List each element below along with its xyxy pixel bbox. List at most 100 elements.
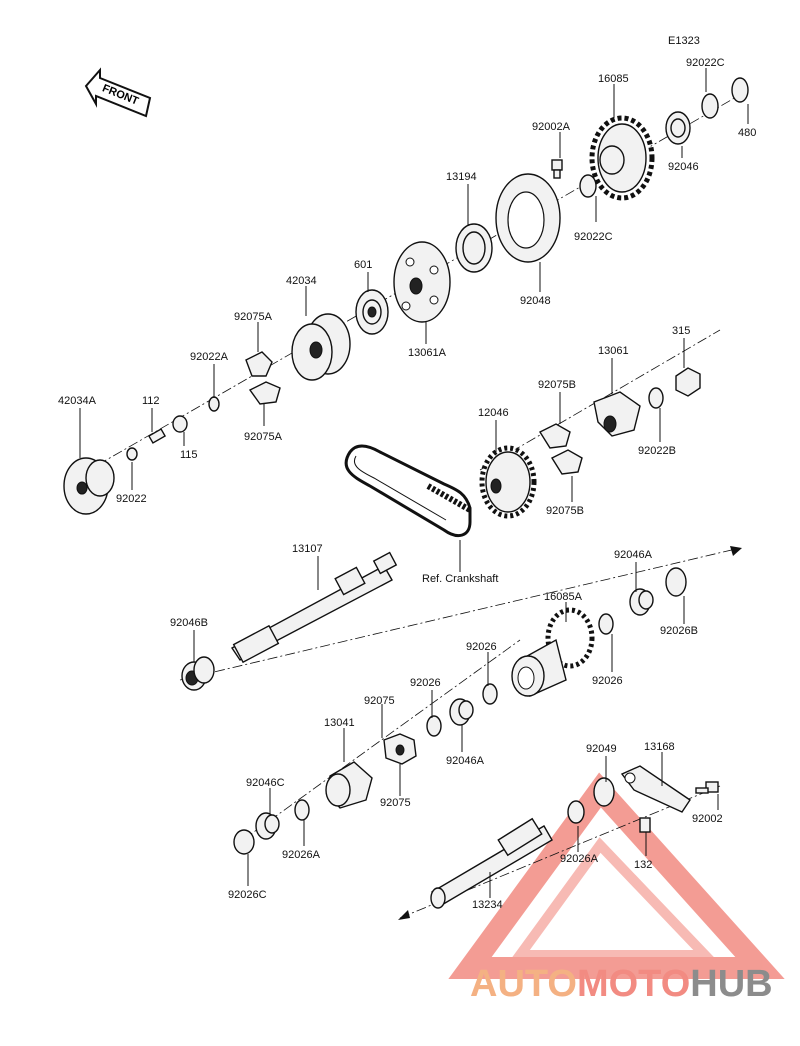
- part-label-92046C: 92046C: [246, 777, 285, 789]
- part-label-92075B: 92075B: [538, 379, 576, 391]
- leader-lines: [79, 68, 749, 898]
- part-92026-c-drawing: [426, 715, 442, 737]
- part-label-92046A-b: 92046A: [446, 755, 485, 767]
- part-16085A-drawing: [511, 607, 595, 697]
- part-label-601: 601: [354, 259, 372, 271]
- part-92075A-drawing: [245, 351, 281, 405]
- part-label-92026A: 92026A: [282, 849, 321, 861]
- watermark-logo: [448, 772, 785, 979]
- part-92022C-drawing: [579, 174, 597, 198]
- part-label-92002A: 92002A: [532, 121, 571, 133]
- part-92046C-drawing: [255, 812, 280, 840]
- part-label-13194: 13194: [446, 171, 477, 183]
- part-92002-drawing: [695, 781, 719, 794]
- diagram-code: E1323: [668, 35, 700, 47]
- part-label-92026-c: 92026: [410, 677, 441, 689]
- part-13194-drawing: [455, 223, 493, 273]
- part-13234-drawing: [430, 817, 553, 909]
- part-label-92022: 92022: [116, 493, 147, 505]
- axis-line-lower: [239, 639, 521, 843]
- part-label-16085A: 16085A: [544, 591, 583, 603]
- part-label-92046B: 92046B: [170, 617, 208, 629]
- part-92049-drawing: [593, 777, 615, 807]
- part-label-13041: 13041: [324, 717, 355, 729]
- chain-drawing: [344, 444, 472, 538]
- part-label-92002: 92002: [692, 813, 723, 825]
- part-132-drawing: [639, 817, 651, 833]
- part-label-92022A: 92022A: [190, 351, 229, 363]
- part-92022B-drawing: [648, 387, 664, 409]
- part-label-92048: 92048: [520, 295, 551, 307]
- part-42034A-drawing: [63, 457, 115, 515]
- part-label-16085: 16085: [598, 73, 629, 85]
- part-label-92022C: 92022C: [686, 57, 725, 69]
- part-115-drawing: [172, 415, 188, 433]
- part-92022-drawing: [126, 447, 138, 461]
- part-92026B-drawing: [665, 567, 687, 597]
- part-16085-drawing: [589, 115, 655, 201]
- part-42034-drawing: [291, 313, 351, 381]
- part-label-12046: 12046: [478, 407, 509, 419]
- part-label-92026-b: 92026: [592, 675, 623, 687]
- part-label-92026C: 92026C: [228, 889, 267, 901]
- part-label-92075: 92075: [364, 695, 395, 707]
- part-label-92022C-b: 92022C: [574, 231, 613, 243]
- part-13168-drawing: [620, 765, 691, 813]
- part-label-92022B: 92022B: [638, 445, 676, 457]
- part-92075B-drawing: [538, 423, 583, 475]
- part-label-13061: 13061: [598, 345, 629, 357]
- part-label-315: 315: [672, 325, 690, 337]
- front-arrow-icon: FRONT: [84, 67, 152, 118]
- part-label-112: 112: [142, 395, 160, 407]
- axis-arrow-icon: [398, 910, 410, 920]
- part-92026A-drawing: [294, 799, 310, 821]
- part-label-92046: 92046: [668, 161, 699, 173]
- part-92026C-drawing: [233, 829, 255, 855]
- part-13107-drawing: [230, 551, 398, 664]
- part-label-42034: 42034: [286, 275, 317, 287]
- part-92046-drawing: [665, 111, 691, 145]
- part-label-92075A-b: 92075A: [244, 431, 283, 443]
- part-315-drawing: [675, 367, 701, 397]
- part-92075-drawing: [383, 733, 417, 765]
- part-label-92026B: 92026B: [660, 625, 698, 637]
- axis-line-shaft: [179, 547, 741, 681]
- part-13061A-drawing: [393, 241, 451, 323]
- part-112-drawing: [147, 428, 167, 444]
- ref-crankshaft-label: Ref. Crankshaft: [422, 573, 498, 585]
- part-480-drawing: [731, 77, 749, 103]
- part-92026-drawing: [598, 613, 614, 635]
- part-92046A-drawing: [629, 588, 654, 616]
- part-label-480: 480: [738, 127, 756, 139]
- part-92002A-drawing: [551, 159, 563, 179]
- watermark-text: AUTOMOTOHUB: [470, 963, 773, 1005]
- part-92046A-b-drawing: [449, 698, 474, 726]
- part-13061-drawing: [593, 391, 641, 437]
- part-label-92075-b: 92075: [380, 797, 411, 809]
- part-label-92046A: 92046A: [614, 549, 653, 561]
- part-92046B-drawing: [181, 656, 215, 691]
- part-label-92075A: 92075A: [234, 311, 273, 323]
- part-label-92049: 92049: [586, 743, 617, 755]
- part-label-92026: 92026: [466, 641, 497, 653]
- part-label-13061A: 13061A: [408, 347, 447, 359]
- part-12046-drawing: [479, 445, 537, 519]
- part-label-92075B-b: 92075B: [546, 505, 584, 517]
- part-label-13234: 13234: [472, 899, 503, 911]
- axis-arrow-icon: [730, 546, 742, 556]
- part-92022C-b-drawing: [701, 93, 719, 119]
- part-label-42034A: 42034A: [58, 395, 97, 407]
- part-92026-b-drawing: [482, 683, 498, 705]
- part-labels: 16085 92022C 480 92002A 92046 13194 9202…: [58, 57, 756, 911]
- part-92022A-drawing: [208, 396, 220, 412]
- part-601-drawing: [355, 289, 389, 335]
- part-label-132: 132: [634, 859, 652, 871]
- part-92048-drawing: [495, 173, 561, 263]
- part-label-92026A-b: 92026A: [560, 853, 599, 865]
- part-label-13107: 13107: [292, 543, 323, 555]
- part-label-13168: 13168: [644, 741, 675, 753]
- part-92026A-b-drawing: [567, 800, 585, 824]
- part-13041-drawing: [325, 761, 373, 809]
- part-label-115: 115: [180, 449, 198, 461]
